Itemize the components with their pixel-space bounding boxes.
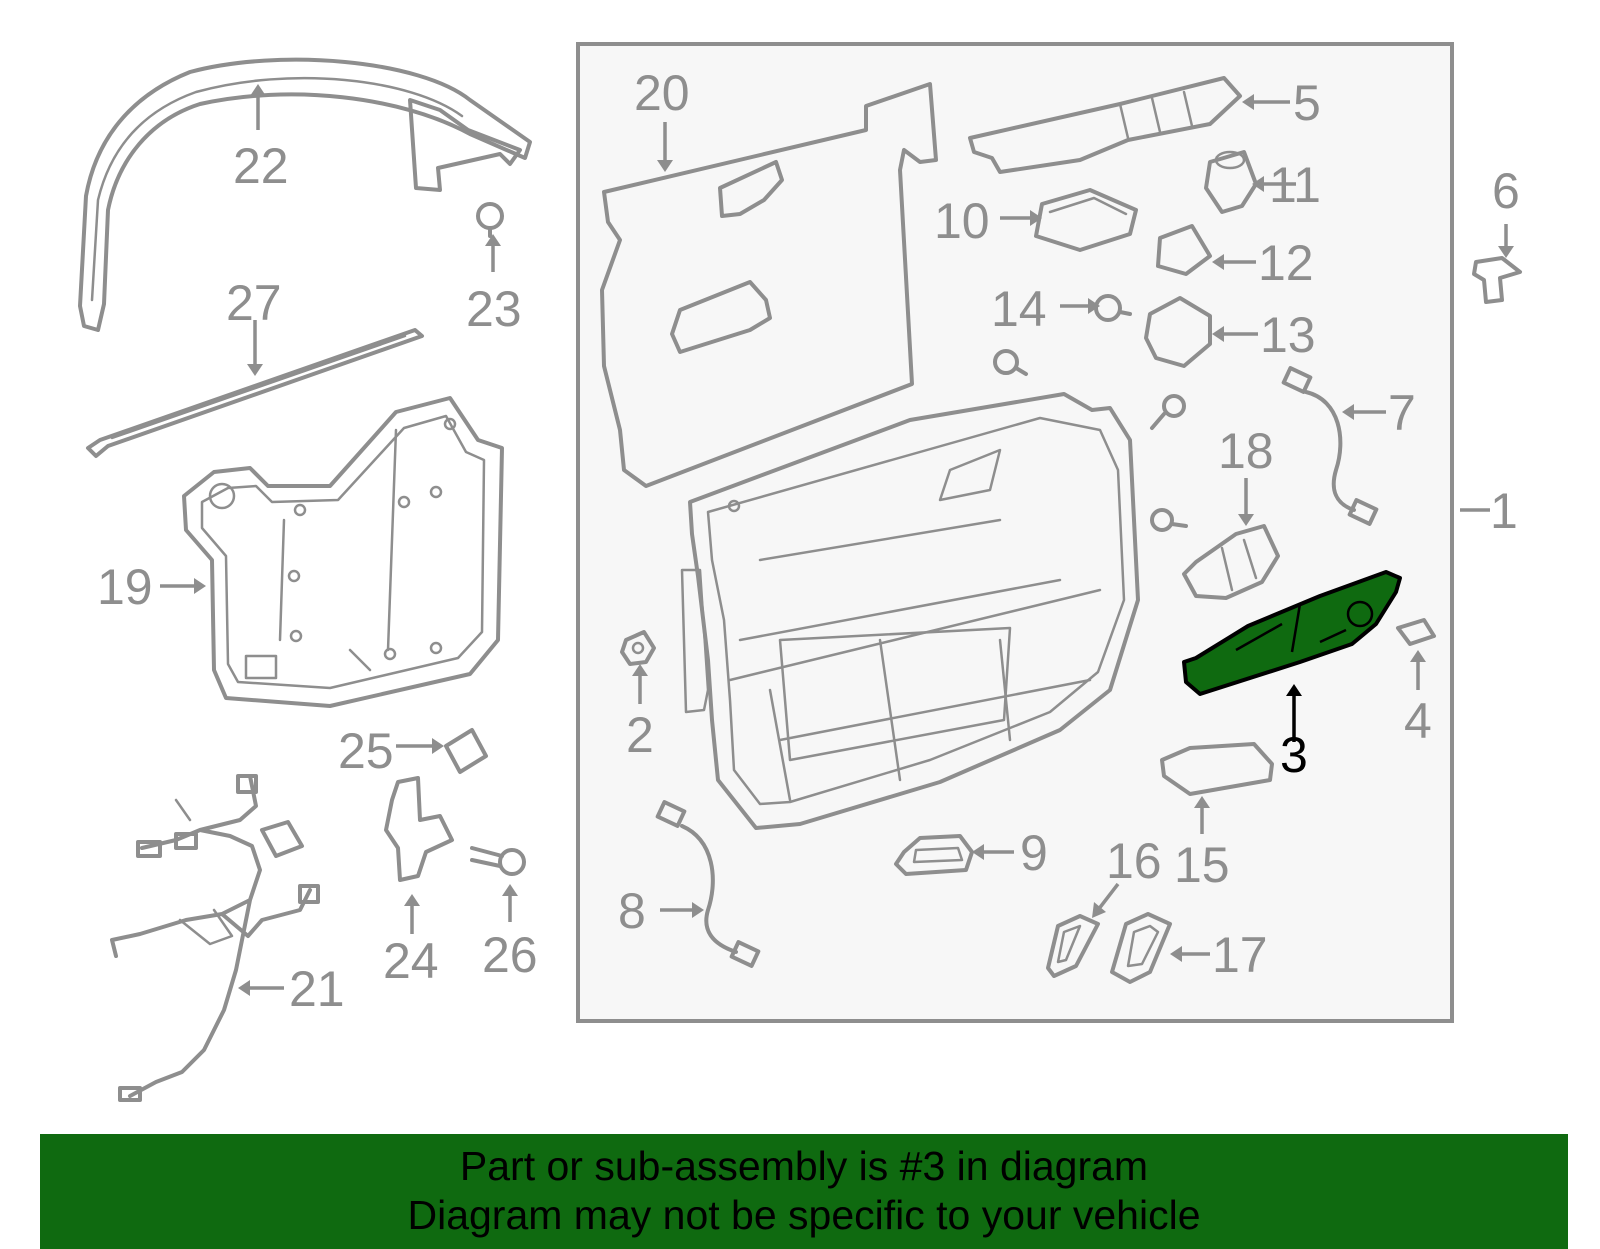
callout-24: 24 (383, 933, 439, 989)
part-18-bracket (1182, 524, 1280, 600)
assembly-box (576, 42, 1454, 1023)
callout-19: 19 (97, 559, 153, 615)
callout-16: 16 (1106, 833, 1162, 889)
callout-18: 18 (1218, 423, 1274, 479)
part-1-door-trim-panel (680, 392, 1140, 830)
callout-21: 21 (289, 961, 345, 1017)
callout-6: 6 (1492, 163, 1520, 219)
part-24-bracket (384, 776, 454, 882)
callout-11: 11 (1269, 157, 1321, 213)
part-15-bezel (1160, 742, 1274, 796)
footer-line-1: Part or sub-assembly is #3 in diagram (459, 1143, 1149, 1189)
callout-5: 5 (1293, 75, 1321, 131)
part-12-switch (1156, 224, 1212, 276)
part-20-insulator (600, 82, 938, 488)
footer-banner: Part or sub-assembly is #3 in diagram Di… (40, 1134, 1568, 1249)
part-11-switch (1204, 150, 1258, 214)
part-9-bezel (894, 834, 974, 876)
callout-1: 1 (1490, 483, 1518, 539)
callout-26: 26 (482, 927, 538, 983)
callout-12: 12 (1258, 235, 1314, 291)
part-21-wiring-harness (110, 774, 320, 1102)
footer-line-2: Diagram may not be specific to your vehi… (407, 1192, 1201, 1238)
part-25-pad (444, 728, 488, 774)
part-19-water-deflector (182, 396, 504, 708)
part-7-wire (1281, 366, 1379, 526)
callout-14: 14 (991, 281, 1047, 337)
part-3-shape (1182, 570, 1402, 696)
part-5-armrest-trim (968, 76, 1242, 174)
part-23-clip (476, 202, 504, 238)
part-17-bezel (1110, 912, 1172, 984)
callout-22: 22 (233, 138, 289, 194)
part-22-window-frame (78, 57, 532, 332)
callout-3: 3 (1280, 727, 1308, 783)
part-4-clip (1396, 618, 1436, 646)
part-27-belt-strip (86, 328, 424, 458)
callout-9: 9 (1020, 825, 1048, 881)
callout-23: 23 (466, 281, 522, 337)
callout-7: 7 (1388, 385, 1416, 441)
callout-2: 2 (626, 707, 654, 763)
part-6-clip (1472, 256, 1522, 304)
part-26-bolt (470, 846, 526, 876)
screw (1150, 508, 1188, 532)
part-10-switch-panel (1034, 188, 1138, 252)
callout-8: 8 (618, 883, 646, 939)
callout-10: 10 (934, 193, 990, 249)
screw (1150, 394, 1186, 430)
screw (993, 349, 1028, 376)
part-3-highlighted (1182, 570, 1402, 696)
part-8-wire (655, 800, 761, 968)
callout-4: 4 (1404, 693, 1432, 749)
part-13-module (1144, 296, 1212, 368)
part-2-fastener (620, 630, 656, 666)
callout-25: 25 (338, 723, 394, 779)
part-16-bezel (1046, 914, 1100, 978)
callout-15: 15 (1174, 837, 1230, 893)
callout-20: 20 (634, 65, 690, 121)
callout-27: 27 (226, 275, 282, 331)
callout-13: 13 (1260, 307, 1316, 363)
callout-17: 17 (1212, 927, 1268, 983)
